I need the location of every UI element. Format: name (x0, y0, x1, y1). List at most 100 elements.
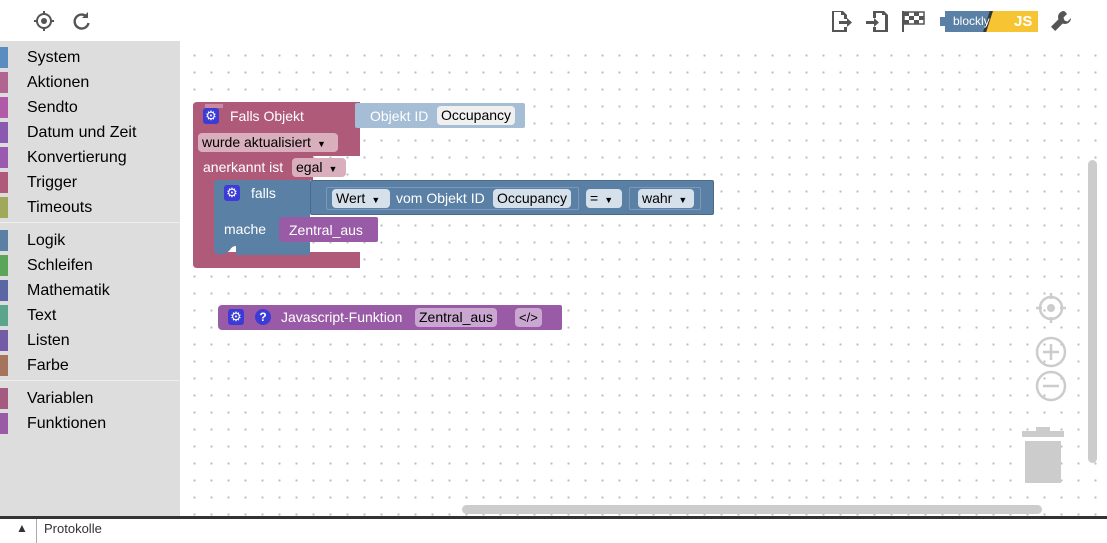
object-id-block[interactable]: Objekt ID Occupancy (355, 103, 525, 128)
object-id-field[interactable]: Occupancy (493, 189, 572, 208)
category-variablen[interactable]: Variablen (0, 386, 180, 411)
log-panel-divider (36, 519, 37, 543)
category-text[interactable]: Text (0, 303, 180, 328)
import-icon[interactable] (864, 8, 890, 34)
category-label: Sendto (27, 99, 78, 116)
js-label: JS (1014, 13, 1033, 30)
category-color-swatch (0, 172, 8, 193)
dropdown-arrow-icon: ▼ (678, 195, 688, 205)
category-color-swatch (0, 72, 8, 93)
category-label: Farbe (27, 357, 69, 374)
procedure-call-name: Zentral_aus (289, 222, 363, 238)
boolean-dropdown[interactable]: wahr ▼ (638, 189, 694, 208)
category-farbe[interactable]: Farbe (0, 353, 180, 378)
vertical-scrollbar[interactable] (1088, 160, 1097, 463)
refresh-icon[interactable] (68, 8, 94, 34)
value-type-value: Wert (336, 190, 366, 206)
category-label: Datum und Zeit (27, 124, 137, 141)
category-color-swatch (0, 355, 8, 376)
settings-wrench-icon[interactable] (1048, 8, 1074, 34)
object-id-field[interactable]: Occupancy (437, 106, 516, 125)
category-mathematik[interactable]: Mathematik (0, 278, 180, 303)
dropdown-arrow-icon: ▼ (316, 139, 326, 149)
category-label: System (27, 49, 81, 66)
trash-icon[interactable] (1020, 425, 1066, 485)
gear-icon[interactable]: ⚙ (203, 108, 219, 124)
help-icon[interactable]: ? (255, 309, 271, 325)
category-color-swatch (0, 280, 8, 301)
gear-icon[interactable]: ⚙ (228, 309, 244, 325)
of-object-label: vom Objekt ID (396, 190, 485, 206)
category-konvertierung[interactable]: Konvertierung (0, 145, 180, 170)
ack-label: anerkannt ist (203, 159, 284, 175)
ack-dropdown-value: egal (296, 159, 323, 175)
object-id-label: Objekt ID (370, 108, 429, 124)
category-label: Schleifen (27, 257, 93, 274)
category-label: Text (27, 307, 57, 324)
category-system[interactable]: System (0, 45, 180, 70)
value-of-object-block[interactable]: Wert ▼ vom Objekt ID Occupancy (326, 187, 579, 210)
procedure-call-block[interactable]: Zentral_aus (279, 217, 378, 242)
category-label: Logik (27, 232, 66, 249)
category-color-swatch (0, 47, 8, 68)
log-panel-toggle-icon[interactable]: ▲ (16, 521, 28, 535)
category-color-swatch (0, 413, 8, 434)
checkered-flag-icon[interactable] (900, 8, 926, 34)
category-color-swatch (0, 255, 8, 276)
category-color-swatch (0, 122, 8, 143)
category-listen[interactable]: Listen (0, 328, 180, 353)
value-type-dropdown[interactable]: Wert ▼ (332, 189, 390, 208)
category-aktionen[interactable]: Aktionen (0, 70, 180, 95)
category-timeouts[interactable]: Timeouts (0, 195, 180, 220)
if-label: falls (251, 185, 276, 201)
category-color-swatch (0, 330, 8, 351)
category-label: Aktionen (27, 74, 90, 91)
event-dropdown-value: wurde aktualisiert (202, 134, 311, 150)
category-funktionen[interactable]: Funktionen (0, 411, 180, 436)
trigger-title: Falls Objekt (230, 108, 304, 124)
javascript-function-block[interactable]: ⚙ ? Javascript-Funktion Zentral_aus </> (218, 305, 562, 330)
dropdown-arrow-icon: ▼ (604, 195, 614, 205)
dropdown-arrow-icon: ▼ (328, 164, 338, 174)
ack-dropdown[interactable]: egal ▼ (292, 158, 346, 177)
category-trigger[interactable]: Trigger (0, 170, 180, 195)
log-panel-title[interactable]: Protokolle (44, 521, 102, 536)
category-label: Listen (27, 332, 70, 349)
category-datum-und-zeit[interactable]: Datum und Zeit (0, 120, 180, 145)
category-sendto[interactable]: Sendto (0, 95, 180, 120)
category-color-swatch (0, 305, 8, 326)
function-name-field[interactable]: Zentral_aus (415, 308, 497, 327)
category-color-swatch (0, 197, 8, 218)
category-label: Mathematik (27, 282, 110, 299)
category-separator (0, 222, 180, 223)
blockly-js-toggle-graphic (940, 11, 1038, 32)
event-dropdown[interactable]: wurde aktualisiert ▼ (198, 133, 338, 152)
dropdown-arrow-icon: ▼ (371, 195, 381, 205)
category-schleifen[interactable]: Schleifen (0, 253, 180, 278)
do-label: mache (224, 221, 267, 237)
category-color-swatch (0, 230, 8, 251)
category-separator (0, 380, 180, 381)
category-label: Konvertierung (27, 149, 127, 166)
crosshair-icon[interactable] (31, 8, 57, 34)
log-panel-bar: ▲ Protokolle (0, 516, 1107, 543)
horizontal-scrollbar[interactable] (462, 505, 1042, 514)
boolean-block[interactable]: wahr ▼ (629, 187, 701, 210)
operator-value: = (590, 190, 599, 206)
category-logik[interactable]: Logik (0, 228, 180, 253)
blockly-label: blockly (953, 14, 990, 28)
function-title: Javascript-Funktion (281, 309, 403, 325)
zoom-in-icon[interactable] (1035, 336, 1067, 368)
category-label: Trigger (27, 174, 78, 191)
boolean-value: wahr (642, 190, 673, 206)
export-icon[interactable] (828, 8, 854, 34)
code-editor-button[interactable]: </> (515, 308, 542, 327)
blockly-js-toggle[interactable]: blockly JS (940, 11, 1038, 32)
category-color-swatch (0, 97, 8, 118)
operator-dropdown[interactable]: =▼ (586, 189, 622, 208)
category-color-swatch (0, 147, 8, 168)
center-workspace-icon[interactable] (1036, 293, 1066, 323)
compare-block[interactable]: Wert▼ vom Objekt ID Occupancy =▼ wahr▼ (310, 180, 714, 215)
gear-icon[interactable]: ⚙ (224, 185, 240, 201)
zoom-out-icon[interactable] (1035, 370, 1067, 402)
